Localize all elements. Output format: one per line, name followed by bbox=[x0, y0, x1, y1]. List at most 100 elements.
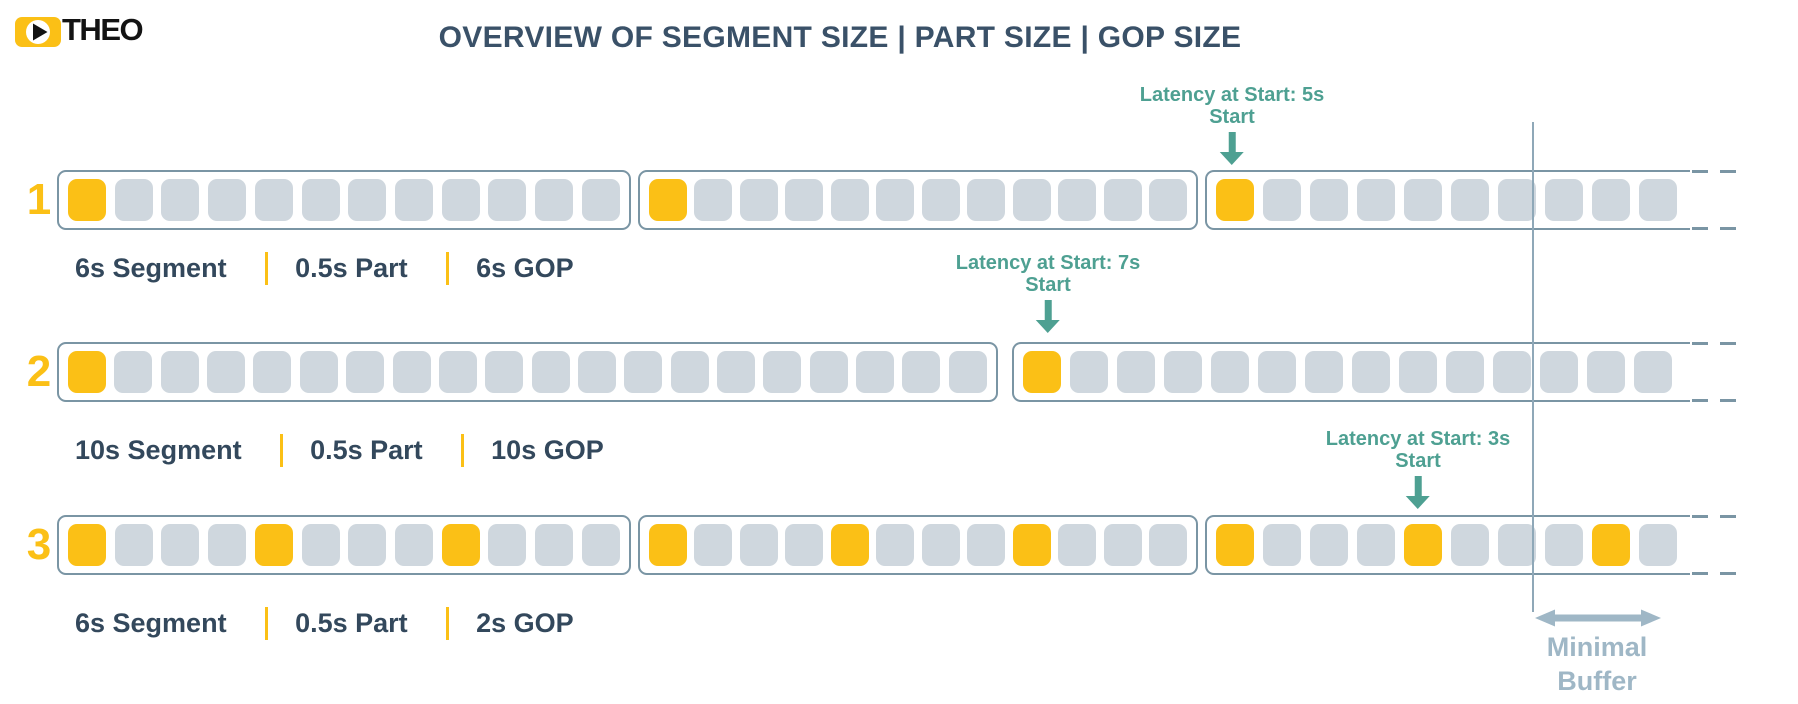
segment-box bbox=[57, 515, 631, 575]
arrow-down-icon bbox=[1219, 132, 1244, 165]
part bbox=[1352, 351, 1390, 393]
start-text: Start bbox=[1395, 450, 1441, 472]
part bbox=[161, 524, 200, 566]
gop-start-part bbox=[1216, 524, 1254, 566]
part bbox=[876, 524, 915, 566]
part bbox=[1211, 351, 1249, 393]
part bbox=[299, 351, 338, 393]
part bbox=[876, 179, 915, 221]
label-separator bbox=[445, 606, 450, 640]
arrow-down-icon bbox=[1405, 476, 1430, 509]
part bbox=[1258, 351, 1296, 393]
part bbox=[114, 524, 153, 566]
row-number-3: 3 bbox=[26, 520, 52, 569]
part bbox=[1357, 524, 1395, 566]
minimal-buffer-boundary-line bbox=[1532, 122, 1534, 612]
part bbox=[1634, 351, 1672, 393]
part bbox=[441, 179, 480, 221]
part bbox=[208, 179, 247, 221]
segment-continuation-dash bbox=[1692, 170, 1744, 173]
part bbox=[581, 179, 620, 221]
part bbox=[785, 524, 824, 566]
arrow-shaft bbox=[1228, 132, 1236, 152]
part bbox=[1493, 351, 1531, 393]
minimal-buffer-line1: Minimal bbox=[1546, 632, 1648, 662]
part bbox=[395, 179, 434, 221]
gop-size-label: 6s GOP bbox=[476, 252, 574, 283]
gop-start-part bbox=[68, 351, 106, 393]
double-arrow-icon bbox=[1535, 609, 1661, 627]
part bbox=[670, 351, 709, 393]
label-separator bbox=[264, 606, 269, 640]
gop-start-part bbox=[1404, 524, 1442, 566]
arrow-head bbox=[1219, 152, 1244, 165]
row-size-labels: 6s Segment 0.5s Part 6s GOP bbox=[75, 249, 574, 287]
arrow-down-icon bbox=[1035, 300, 1060, 333]
part bbox=[346, 351, 385, 393]
part bbox=[1058, 524, 1097, 566]
part bbox=[694, 524, 733, 566]
part bbox=[535, 179, 574, 221]
segment-size-label: 10s Segment bbox=[75, 434, 242, 465]
part bbox=[254, 179, 293, 221]
gop-size-label: 2s GOP bbox=[476, 607, 574, 638]
part bbox=[902, 351, 941, 393]
part bbox=[830, 179, 869, 221]
gop-size-label: 10s GOP bbox=[491, 434, 604, 465]
segment-size-label: 6s Segment bbox=[75, 252, 227, 283]
part bbox=[948, 351, 987, 393]
start-text: Start bbox=[1209, 106, 1255, 128]
play-icon bbox=[15, 17, 61, 47]
gop-start-part bbox=[830, 524, 869, 566]
part bbox=[1148, 524, 1187, 566]
label-separator bbox=[445, 251, 450, 285]
part bbox=[1058, 179, 1097, 221]
part bbox=[1148, 179, 1187, 221]
part bbox=[785, 179, 824, 221]
part bbox=[301, 179, 340, 221]
part bbox=[488, 179, 527, 221]
part bbox=[581, 524, 620, 566]
part bbox=[1451, 179, 1489, 221]
part bbox=[208, 524, 247, 566]
part bbox=[1103, 524, 1142, 566]
part bbox=[438, 351, 477, 393]
part bbox=[577, 351, 616, 393]
part bbox=[1639, 179, 1677, 221]
part bbox=[1399, 351, 1437, 393]
part bbox=[161, 179, 200, 221]
part bbox=[485, 351, 524, 393]
part bbox=[160, 351, 199, 393]
part bbox=[763, 351, 802, 393]
arrow-head bbox=[1035, 320, 1060, 333]
part bbox=[1070, 351, 1108, 393]
part bbox=[809, 351, 848, 393]
arrow-shaft bbox=[1044, 300, 1052, 320]
part bbox=[1103, 179, 1142, 221]
part bbox=[395, 524, 434, 566]
segment-continuation-dash bbox=[1692, 572, 1744, 575]
start-text: Start bbox=[1025, 274, 1071, 296]
part bbox=[967, 179, 1006, 221]
brand-text: THEO bbox=[62, 12, 144, 47]
part-size-label: 0.5s Part bbox=[295, 252, 408, 283]
segment-box bbox=[1205, 170, 1690, 230]
segment-box bbox=[1205, 515, 1690, 575]
gop-start-part bbox=[1216, 179, 1254, 221]
part bbox=[531, 351, 570, 393]
part bbox=[1451, 524, 1489, 566]
part bbox=[114, 351, 153, 393]
segment-box bbox=[638, 170, 1198, 230]
part bbox=[921, 179, 960, 221]
segment-continuation-dash bbox=[1692, 227, 1744, 230]
arrow-head bbox=[1405, 496, 1430, 509]
part bbox=[348, 179, 387, 221]
label-separator bbox=[264, 251, 269, 285]
part bbox=[1164, 351, 1202, 393]
part bbox=[348, 524, 387, 566]
part bbox=[1117, 351, 1155, 393]
segment-continuation-dash bbox=[1692, 515, 1744, 518]
